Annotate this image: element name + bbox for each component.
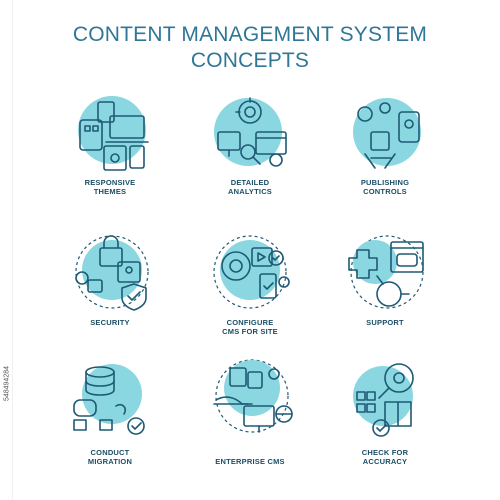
configure-icon: [213, 235, 290, 309]
page-title: CONTENT MANAGEMENT SYSTEM CONCEPTS: [0, 22, 500, 74]
concept-label: ENTERPRISE CMS: [215, 457, 285, 466]
concept-label: CONFIGURE CMS FOR SITE: [222, 318, 278, 336]
publishing-icon: [353, 98, 421, 169]
concept-label: SECURITY: [90, 318, 130, 327]
concept-publishing-controls: PUBLISHING CONTROLS: [325, 92, 445, 222]
concept-label: DETAILED ANALYTICS: [227, 178, 273, 196]
title-line-2: CONCEPTS: [190, 49, 310, 72]
concept-enterprise-cms: ENTERPRISE CMS: [190, 359, 310, 490]
vertical-stock-id-strip: 548494284: [0, 0, 13, 500]
title-line-1: CONTENT MANAGEMENT SYSTEM: [72, 23, 428, 46]
concept-label: CHECK FOR ACCURACY: [361, 448, 409, 466]
concept-configure-cms: CONFIGURE CMS FOR SITE: [190, 232, 310, 362]
concept-detailed-analytics: DETAILED ANALYTICS: [190, 92, 310, 222]
analytics-icon: [214, 97, 287, 167]
stock-id-text: 548494284: [3, 365, 11, 402]
concept-responsive-themes: RESPONSIVE THEMES: [50, 92, 170, 222]
concept-label: PUBLISHING CONTROLS: [360, 178, 410, 196]
devices-icon: [78, 96, 149, 171]
concept-label: SUPPORT: [366, 318, 404, 327]
concept-support: SUPPORT: [325, 232, 445, 362]
enterprise-icon: [213, 359, 293, 433]
support-icon: [348, 235, 424, 309]
concept-label: RESPONSIVE THEMES: [84, 178, 136, 196]
concept-label: CONDUCT MIGRATION: [87, 448, 133, 466]
concept-check-accuracy: CHECK FOR ACCURACY: [325, 360, 445, 490]
concept-conduct-migration: CONDUCT MIGRATION: [50, 360, 170, 490]
accuracy-icon: [353, 363, 414, 437]
migration-icon: [73, 364, 145, 435]
security-icon: [75, 235, 149, 311]
concept-security: SECURITY: [50, 232, 170, 362]
